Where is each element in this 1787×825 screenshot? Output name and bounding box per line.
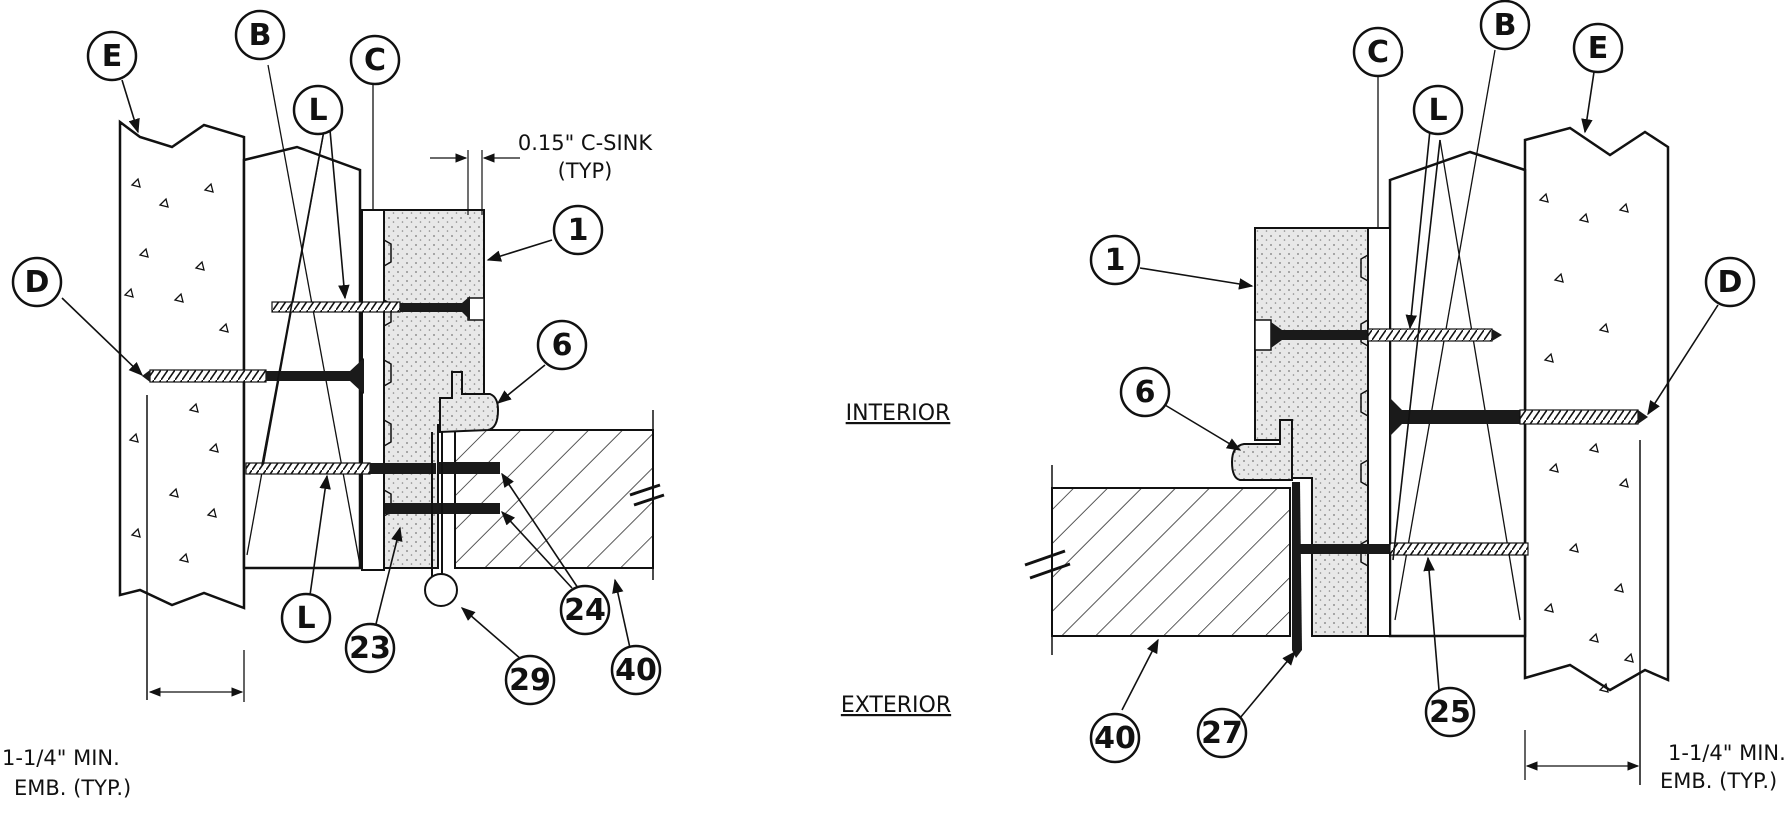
svg-text:1: 1 — [568, 213, 589, 248]
svg-text:D: D — [25, 265, 50, 300]
callout-left-D: D — [11, 256, 63, 308]
svg-text:E: E — [102, 39, 123, 74]
svg-text:23: 23 — [349, 631, 391, 666]
left-screws — [142, 296, 500, 607]
emb-right-note-line2: EMB. (TYP.) — [1660, 769, 1777, 793]
exterior-label: EXTERIOR — [841, 693, 951, 718]
callout-left-L-top: L — [292, 84, 344, 136]
svg-text:40: 40 — [1094, 721, 1136, 756]
callout-left-29: 29 — [504, 654, 556, 706]
svg-text:L: L — [308, 93, 327, 128]
callout-left-1: 1 — [552, 204, 604, 256]
callout-left-23: 23 — [344, 622, 396, 674]
callout-right-6: 6 — [1119, 366, 1171, 418]
callout-left-C: C — [349, 34, 401, 86]
callout-left-E: E — [86, 30, 138, 82]
callout-left-6: 6 — [536, 319, 588, 371]
svg-text:D: D — [1718, 265, 1743, 300]
callout-right-C: C — [1352, 26, 1404, 78]
callout-right-25: 25 — [1424, 686, 1476, 738]
svg-text:6: 6 — [552, 328, 573, 363]
callout-right-40: 40 — [1089, 712, 1141, 764]
svg-text:B: B — [1494, 8, 1517, 43]
svg-text:1: 1 — [1105, 243, 1126, 278]
left-sash-section — [454, 410, 665, 580]
right-detail: C B E L 1 D 6 25 40 27 1-1/4" MIN. EMB. … — [1024, 0, 1786, 793]
right-leaders — [1121, 71, 1719, 719]
left-leaders — [61, 79, 631, 661]
right-sash-section — [1024, 465, 1291, 655]
svg-text:40: 40 — [615, 653, 657, 688]
emb-left-note-line1: 1-1/4" MIN. — [2, 746, 120, 770]
svg-text:6: 6 — [1135, 375, 1156, 410]
callout-left-24: 24 — [559, 584, 611, 636]
left-wood-buck — [242, 64, 362, 570]
svg-text:E: E — [1588, 31, 1609, 66]
callout-right-D: D — [1704, 256, 1756, 308]
interior-label: INTERIOR — [846, 401, 951, 426]
svg-text:24: 24 — [564, 593, 606, 628]
callout-right-E: E — [1572, 22, 1624, 74]
callout-left-L-bottom: L — [280, 592, 332, 644]
csink-note-line2: (TYP) — [558, 159, 613, 183]
callout-right-1: 1 — [1089, 234, 1141, 286]
right-screws — [1271, 322, 1648, 556]
right-concrete-wall — [1523, 126, 1670, 785]
csink-dimension — [430, 150, 520, 215]
callout-right-27: 27 — [1196, 707, 1248, 759]
left-backer-rod — [424, 573, 458, 607]
emb-left-note-line2: EMB. (TYP.) — [14, 776, 131, 800]
right-glazing-bead — [1230, 419, 1293, 481]
svg-text:27: 27 — [1201, 716, 1243, 751]
left-detail: E B C L D 1 6 L 23 24 29 40 0.15" C-SINK… — [2, 9, 665, 800]
right-sealant — [1292, 482, 1302, 658]
left-shim — [361, 82, 385, 571]
callout-right-L: L — [1412, 84, 1464, 136]
callout-left-B: B — [234, 9, 286, 61]
left-glazing-bead — [439, 371, 500, 434]
callout-left-40: 40 — [610, 644, 662, 696]
left-emb-dimension — [148, 650, 245, 702]
svg-text:C: C — [364, 43, 386, 78]
left-concrete-wall — [118, 119, 246, 700]
svg-text:25: 25 — [1429, 695, 1471, 730]
svg-text:B: B — [249, 18, 272, 53]
csink-note-line1: 0.15" C-SINK — [518, 131, 654, 155]
svg-text:C: C — [1367, 35, 1389, 70]
svg-text:29: 29 — [509, 663, 551, 698]
emb-right-note-line1: 1-1/4" MIN. — [1668, 741, 1786, 765]
right-emb-dimension — [1524, 730, 1640, 780]
svg-text:L: L — [296, 601, 315, 636]
callout-right-B: B — [1479, 0, 1531, 51]
svg-text:L: L — [1428, 93, 1447, 128]
